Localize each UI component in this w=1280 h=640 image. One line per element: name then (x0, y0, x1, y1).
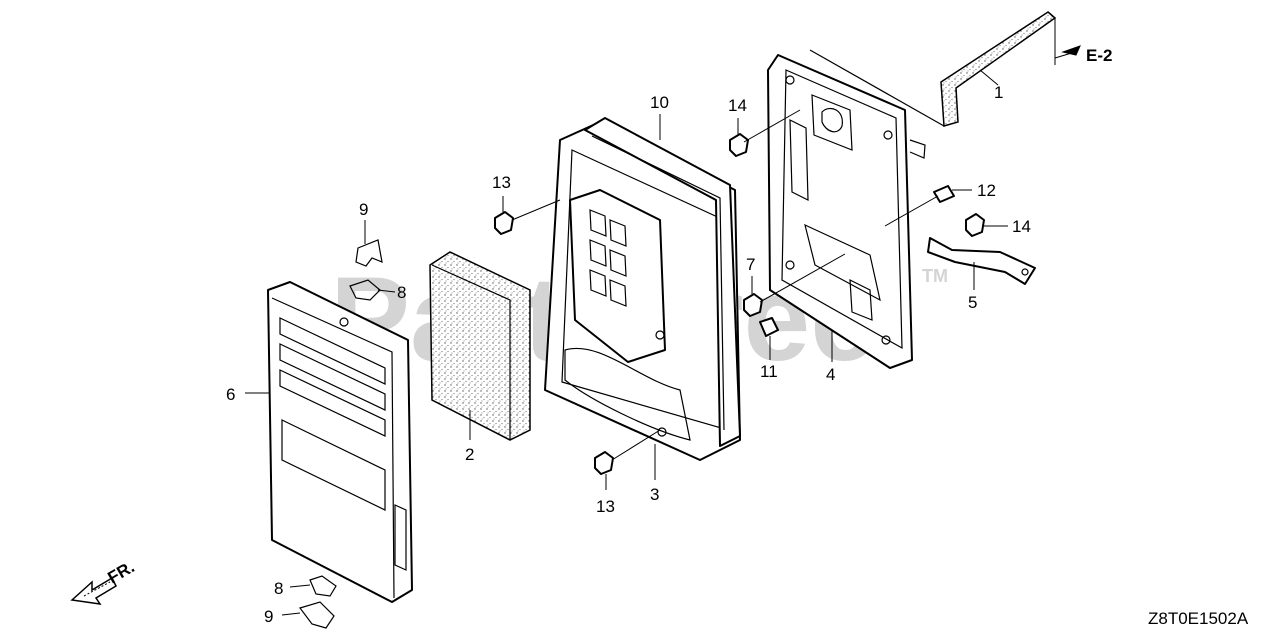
reference-arrow (1061, 45, 1081, 56)
part-7-grommet[interactable] (743, 293, 763, 317)
callout-6[interactable]: 6 (226, 385, 235, 404)
part-10-gasket[interactable] (584, 117, 741, 447)
callout-1[interactable]: 1 (994, 83, 1003, 102)
part-4-back-plate[interactable] (767, 54, 926, 369)
callout-5[interactable]: 5 (968, 293, 977, 312)
part-12-collar[interactable] (933, 185, 955, 203)
callout-14-upper[interactable]: 14 (728, 96, 747, 115)
callout-4[interactable]: 4 (826, 365, 835, 384)
part-13-nut-lower[interactable] (594, 451, 614, 475)
callout-13-lower[interactable]: 13 (596, 497, 615, 516)
part-14-nut-upper[interactable] (729, 133, 749, 157)
callout-8-lower[interactable]: 8 (274, 579, 283, 598)
callout-3[interactable]: 3 (650, 485, 659, 504)
part-14-nut-right[interactable] (965, 213, 985, 237)
reference-label[interactable]: E-2 (1086, 46, 1112, 65)
callout-14-right[interactable]: 14 (1012, 217, 1031, 236)
part-9-clip-upper[interactable] (355, 239, 383, 267)
part-8-clip-upper[interactable] (349, 279, 381, 301)
callout-12[interactable]: 12 (977, 181, 996, 200)
callout-8-upper[interactable]: 8 (397, 283, 406, 302)
part-11-collar[interactable] (759, 317, 779, 337)
part-9-clip-lower[interactable] (299, 601, 335, 629)
diagram-code: Z8T0E1502A (1148, 609, 1249, 628)
callout-2[interactable]: 2 (465, 445, 474, 464)
callout-13-upper[interactable]: 13 (492, 173, 511, 192)
part-2-foam-element[interactable] (429, 251, 531, 441)
callout-9-lower[interactable]: 9 (264, 607, 273, 626)
leader-lines (245, 18, 1076, 616)
part-13-nut-upper[interactable] (494, 211, 514, 235)
callout-9-upper[interactable]: 9 (359, 200, 368, 219)
callout-11[interactable]: 11 (760, 362, 778, 381)
part-8-clip-lower[interactable] (309, 575, 337, 597)
part-6-air-cleaner-cover[interactable] (267, 281, 413, 603)
direction-arrow (70, 576, 117, 605)
part-3-element-case[interactable] (544, 121, 741, 461)
trademark: TM (922, 266, 948, 286)
callout-10[interactable]: 10 (650, 93, 669, 112)
part-5-bracket[interactable] (927, 237, 1036, 285)
callout-7[interactable]: 7 (746, 255, 755, 274)
